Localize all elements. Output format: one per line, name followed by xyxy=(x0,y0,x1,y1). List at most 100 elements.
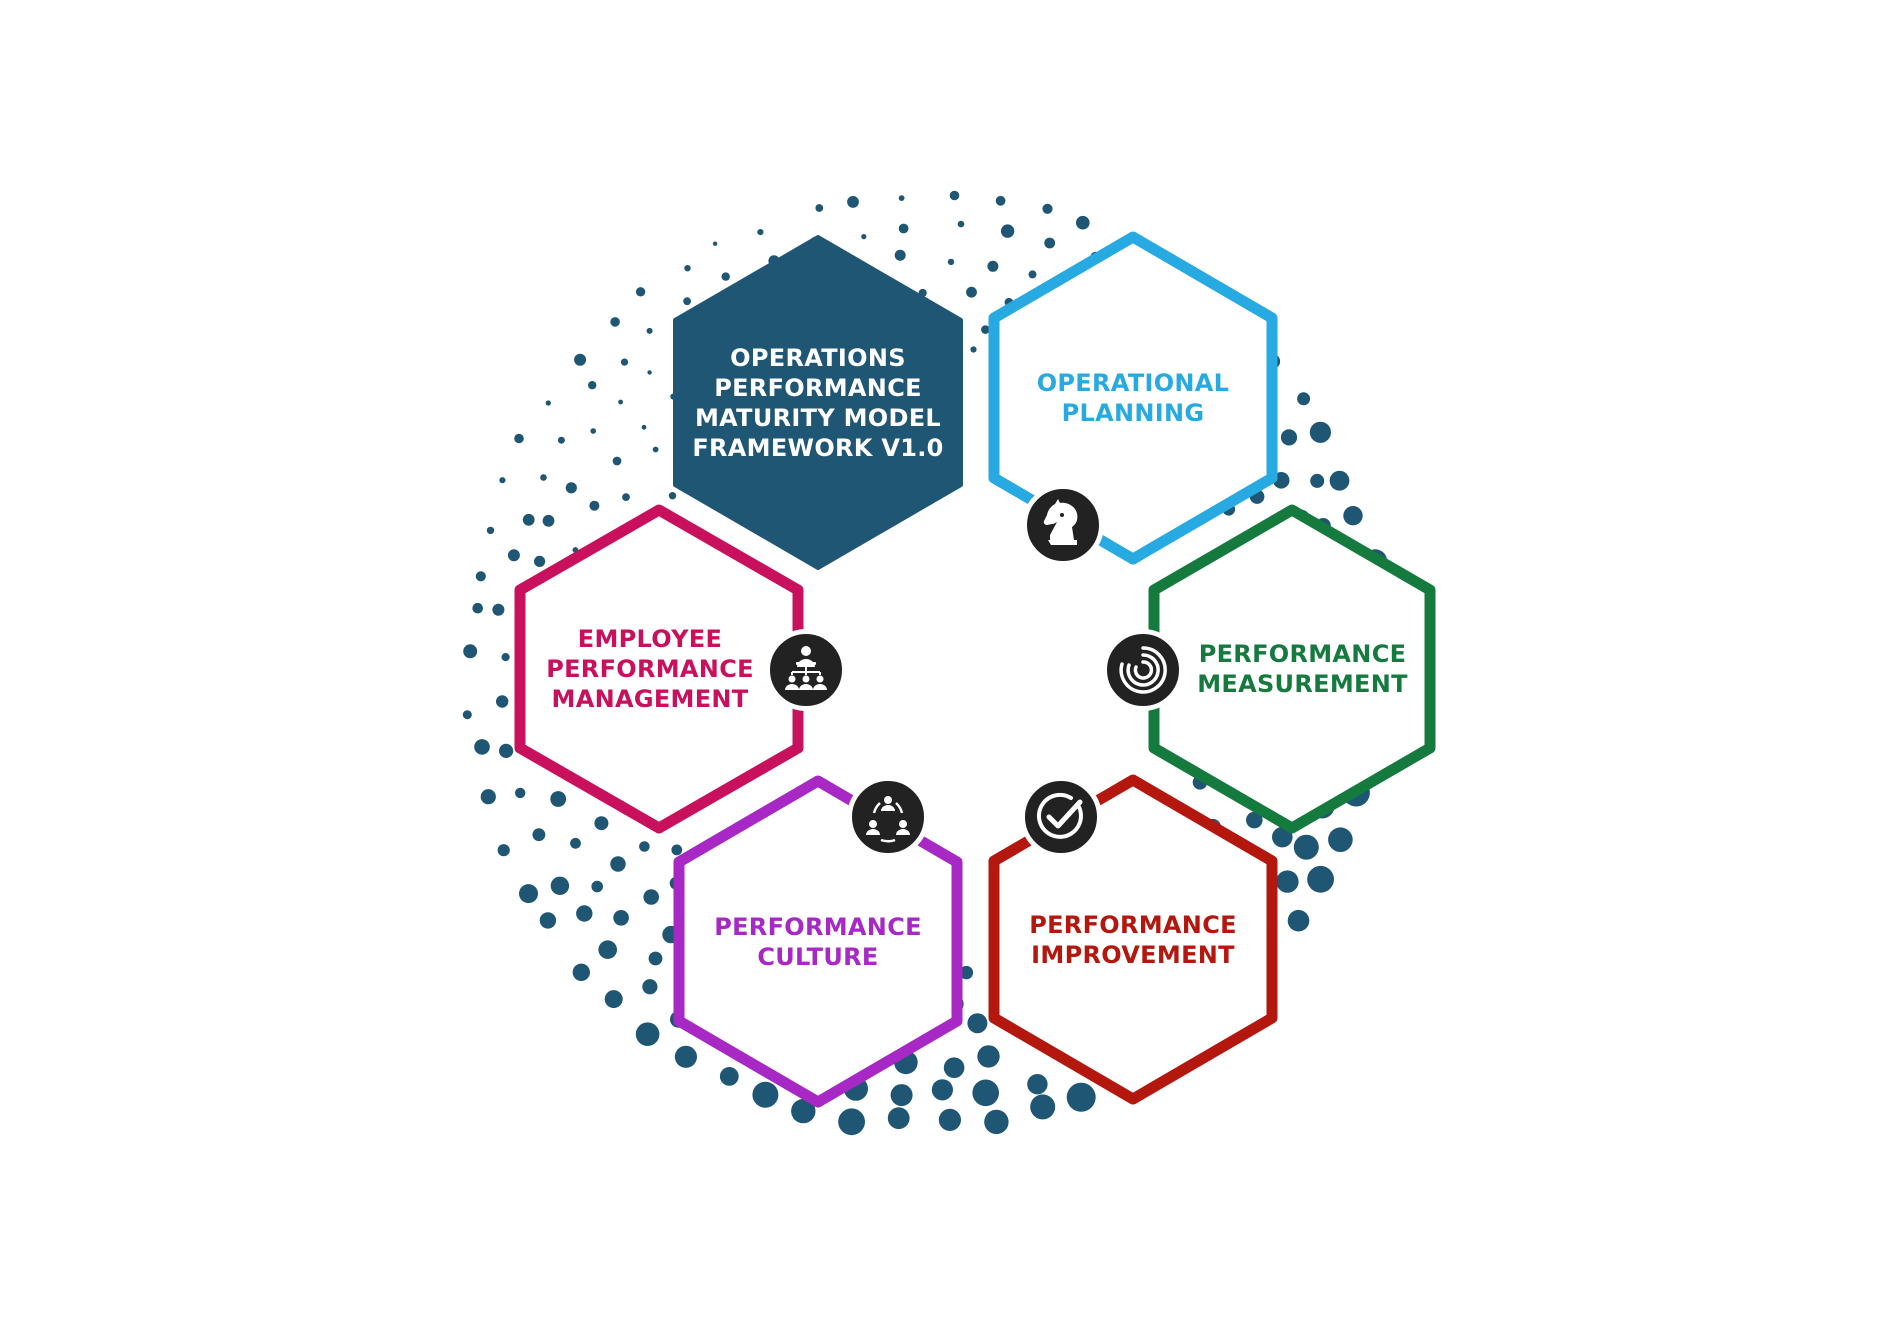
background-dot xyxy=(847,196,859,208)
background-dot xyxy=(1066,1082,1096,1112)
label-operational-planning[interactable]: OPERATIONAL PLANNING xyxy=(994,318,1272,478)
background-dot xyxy=(1287,909,1310,932)
center-title-line: FRAMEWORK V1.0 xyxy=(692,433,944,462)
hexagon-operational-planning[interactable] xyxy=(988,231,1278,565)
background-dot xyxy=(463,644,478,659)
check-circle-icon xyxy=(1020,776,1102,858)
background-dot xyxy=(590,428,596,434)
background-dot xyxy=(966,286,977,298)
background-dot xyxy=(610,317,620,327)
background-dot xyxy=(1276,870,1299,893)
background-dot xyxy=(499,743,514,759)
background-dot xyxy=(647,370,652,375)
center-title-line: MATURITY MODEL xyxy=(694,403,942,432)
gauge-arcs-icon xyxy=(1102,629,1184,711)
background-dot xyxy=(721,272,730,281)
background-dot xyxy=(949,190,960,201)
background-dot xyxy=(643,889,659,905)
background-dot xyxy=(712,241,718,246)
background-dot xyxy=(550,876,570,895)
center-title: OPERATIONS PERFORMANCE MATURITY MODEL FR… xyxy=(675,320,961,485)
background-dot xyxy=(604,990,623,1009)
background-dot xyxy=(861,234,867,240)
hexagon-performance-improvement[interactable] xyxy=(988,774,1278,1105)
background-dot xyxy=(1030,1094,1056,1120)
label-line: PLANNING xyxy=(1061,399,1205,427)
label-line: PERFORMANCE xyxy=(1029,910,1237,939)
background-dot xyxy=(1343,506,1363,526)
org-hierarchy-icon xyxy=(765,629,847,711)
background-dot xyxy=(610,856,626,872)
background-dot xyxy=(943,1057,965,1078)
background-dot xyxy=(540,474,547,481)
background-dot xyxy=(1028,270,1037,279)
background-dot xyxy=(890,1084,913,1107)
background-dot xyxy=(995,195,1006,206)
background-dot xyxy=(668,492,677,500)
background-dot xyxy=(570,837,581,849)
background-dot xyxy=(499,477,506,484)
background-dot xyxy=(970,346,977,353)
label-line: EMPLOYEE xyxy=(577,625,723,653)
background-dot xyxy=(480,789,496,805)
background-dot xyxy=(589,500,600,511)
background-dot xyxy=(674,1045,698,1068)
background-dot xyxy=(838,1108,865,1136)
background-dot xyxy=(947,258,955,266)
background-dot xyxy=(719,1067,739,1086)
label-performance-culture[interactable]: PERFORMANCE CULTURE xyxy=(679,862,957,1021)
background-dot xyxy=(565,482,577,494)
background-dot xyxy=(462,710,472,720)
label-performance-improvement[interactable]: PERFORMANCE IMPROVEMENT xyxy=(994,861,1272,1018)
background-dot xyxy=(545,400,551,406)
background-dot xyxy=(501,653,510,662)
background-dot xyxy=(987,260,999,272)
background-dot xyxy=(557,436,565,444)
background-dot xyxy=(984,1109,1009,1135)
background-dot xyxy=(598,940,617,959)
background-dot xyxy=(515,787,526,799)
background-dot xyxy=(652,446,659,453)
background-dot xyxy=(1246,811,1263,829)
label-line: MANAGEMENT xyxy=(551,685,749,713)
hexagon-performance-measurement[interactable] xyxy=(1148,504,1436,834)
center-hexagon xyxy=(673,235,963,570)
background-dot xyxy=(1044,237,1056,249)
background-dot xyxy=(1027,1074,1048,1095)
background-dot xyxy=(967,1013,988,1034)
background-dot xyxy=(752,1081,779,1108)
background-dot xyxy=(522,513,535,526)
background-dot xyxy=(648,951,663,966)
background-dot xyxy=(475,571,486,582)
background-dot xyxy=(514,433,524,444)
background-dot xyxy=(898,195,905,202)
background-dot xyxy=(1000,224,1015,238)
background-dot xyxy=(519,884,538,904)
background-dot xyxy=(1280,429,1298,446)
hexagon-employee-performance-management[interactable] xyxy=(514,504,804,834)
background-dot xyxy=(550,791,567,807)
background-dot xyxy=(507,549,520,562)
background-dot xyxy=(646,327,653,334)
background-dot xyxy=(977,1045,1000,1068)
background-dot xyxy=(542,514,555,527)
label-performance-measurement[interactable]: PERFORMANCE MEASUREMENT xyxy=(1175,590,1430,748)
background-dot xyxy=(572,963,590,981)
label-line: OPERATIONAL xyxy=(1036,369,1230,397)
background-dot xyxy=(887,1107,910,1130)
background-dot xyxy=(622,493,630,501)
hexagon-performance-culture[interactable] xyxy=(673,775,963,1108)
background-dot xyxy=(635,1022,660,1046)
background-dot xyxy=(1297,392,1311,406)
chess-knight-icon xyxy=(1022,484,1104,566)
background-dot xyxy=(492,603,505,616)
background-dot xyxy=(1309,421,1331,443)
background-dot xyxy=(588,381,597,390)
background-dot xyxy=(791,1098,816,1124)
background-dot xyxy=(618,399,623,405)
label-employee-performance-management[interactable]: EMPLOYEE PERFORMANCE MANAGEMENT xyxy=(520,590,780,748)
background-dot xyxy=(894,249,906,261)
center-title-line: OPERATIONS xyxy=(730,343,906,372)
